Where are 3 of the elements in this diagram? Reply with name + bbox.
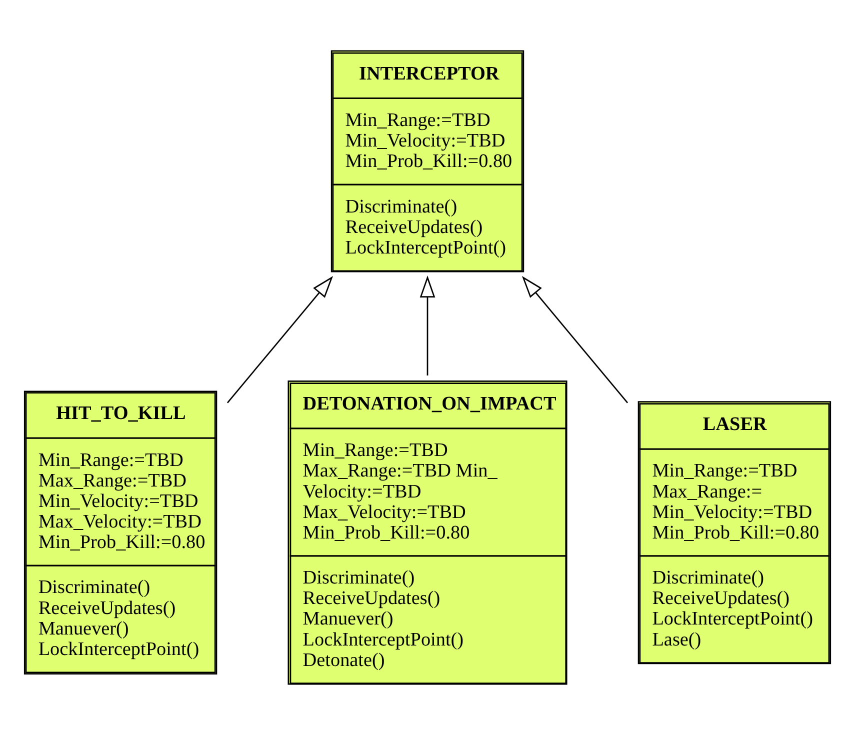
arrow: [420, 275, 436, 375]
arrow: [226, 276, 334, 403]
arrow: [522, 276, 628, 403]
